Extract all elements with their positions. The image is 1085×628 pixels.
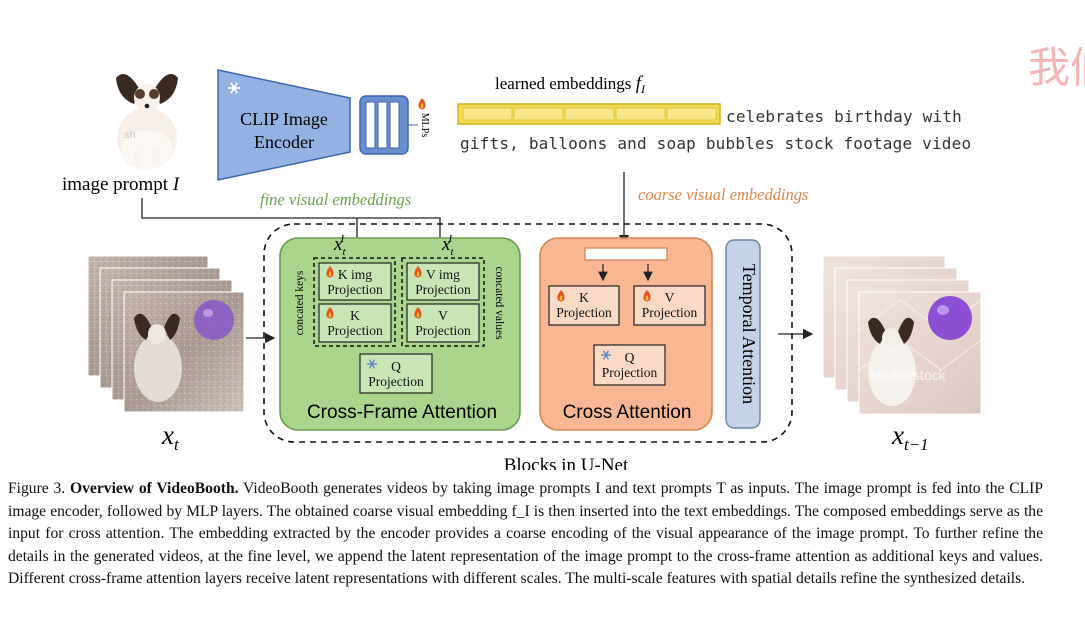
q-projection-label-ca: Q Projection <box>601 350 658 380</box>
input-noisy-frames <box>87 255 245 413</box>
coarse-embeddings-label: coarse visual embeddings <box>638 185 808 204</box>
unet-blocks-container <box>263 223 793 443</box>
k-projection-label-ca: K Projection <box>556 290 612 320</box>
output-watermark: shutterstock <box>870 367 946 383</box>
trainable-flame-icon <box>557 290 565 302</box>
k-img-projection-label: K img Projection <box>327 267 383 297</box>
clip-encoder-label-line1: CLIP Image <box>240 109 328 129</box>
unet-blocks-label: Blocks in U-Net <box>504 455 629 470</box>
text-embedding-bar <box>584 247 668 261</box>
image-prompt-dog: sh <box>116 74 178 170</box>
text-prompt-line2: gifts, balloons and soap bubbles stock f… <box>460 134 971 153</box>
image-prompt-label: image prompt I <box>62 174 181 195</box>
text-prompt-line1: celebrates birthday with <box>726 107 962 126</box>
concated-values-label: concated values <box>493 266 505 340</box>
output-frames: shutterstock <box>822 255 982 415</box>
clip-encoder-label-line2: Encoder <box>254 132 314 152</box>
q-projection-box-cf <box>359 353 433 394</box>
trainable-flame-icon <box>326 266 334 278</box>
concated-values-box <box>401 257 485 347</box>
trainable-flame-icon <box>643 290 651 302</box>
v-projection-label-ca: V Projection <box>641 290 698 320</box>
v-img-projection-label: V img Projection <box>415 267 471 297</box>
q-projection-box-ca <box>593 344 666 386</box>
fine-embeddings-label: fine visual embeddings <box>260 190 411 209</box>
learned-embeddings-label: learned embeddings fI <box>495 73 646 96</box>
image-prompt-watermark: sh <box>124 129 136 141</box>
caption-title: Overview of VideoBooth. <box>70 480 239 497</box>
frozen-snowflake-icon <box>601 350 611 360</box>
caption-body: VideoBooth generates videos by taking im… <box>8 480 1044 588</box>
trainable-flame-icon <box>414 307 422 319</box>
figure-caption: Figure 3. Overview of VideoBooth. VideoB… <box>8 478 1043 591</box>
q-projection-label-cf: Q Projection <box>368 359 424 389</box>
trainable-flame-icon <box>418 98 426 110</box>
caption-prefix: Figure 3. <box>8 480 70 497</box>
temporal-attention-label: Temporal Attention <box>739 264 759 404</box>
frozen-snowflake-icon <box>228 82 240 94</box>
cross-attention-block: Cross Attention <box>539 237 713 431</box>
trainable-flame-icon <box>326 307 334 319</box>
learned-embeddings-bar <box>457 103 721 125</box>
cross-attention-label: Cross Attention <box>563 402 692 423</box>
mlps-label: MLPs <box>419 113 430 138</box>
v-projection-label-cf: V Projection <box>415 308 471 338</box>
clip-image-encoder: CLIP Image Encoder <box>217 69 351 181</box>
videobooth-diagram: 我们 sh image prompt I CLIP Image Encoder … <box>62 43 1085 470</box>
concated-keys-box <box>313 257 396 347</box>
corner-watermark: 我们 <box>1028 43 1085 92</box>
input-label: xt <box>161 420 180 454</box>
mlp-block: MLPs <box>359 95 430 155</box>
latent-label-v: xtI <box>441 233 454 258</box>
cross-frame-attention-label: Cross-Frame Attention <box>307 402 497 423</box>
output-label: xt−1 <box>891 420 929 454</box>
frozen-snowflake-icon <box>367 359 377 369</box>
k-projection-label-cf: K Projection <box>327 308 383 338</box>
trainable-flame-icon <box>414 266 422 278</box>
concated-keys-label: concated keys <box>294 270 306 335</box>
latent-label-k: xtI <box>333 233 346 258</box>
cross-frame-attention-block: Cross-Frame Attention xtI xtI concated k… <box>279 233 521 431</box>
temporal-attention-block: Temporal Attention <box>725 239 761 429</box>
